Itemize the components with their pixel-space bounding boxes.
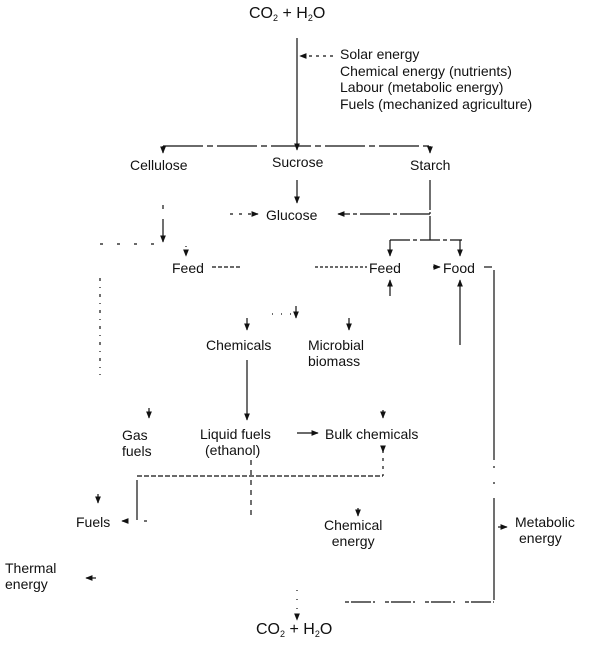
node-cellulose: Cellulose xyxy=(130,157,188,173)
node-food: Food xyxy=(443,260,475,276)
gas-fuels-line1: Gas xyxy=(122,427,148,443)
input-labour: Labour (metabolic energy) xyxy=(340,79,504,95)
node-chemical-energy: Chemical energy xyxy=(324,517,382,549)
liquid-fuels-line1: Liquid fuels xyxy=(200,426,271,442)
co2-subscript: 2 xyxy=(280,629,286,639)
input-fuels: Fuels (mechanized agriculture) xyxy=(340,95,533,112)
gas-fuels-line2: fuels xyxy=(122,443,152,459)
node-bottom-co2-h2o: CO2 + H2O xyxy=(256,622,332,642)
node-top-co2-h2o: CO2 + H2O xyxy=(249,6,325,26)
h2o-o-text: O xyxy=(312,5,326,22)
metabolic-energy-line1: Metabolic xyxy=(515,514,575,530)
liquid-fuels-line2: (ethanol) xyxy=(205,442,261,458)
node-liquid-fuels: Liquid fuels (ethanol) xyxy=(200,426,271,458)
co2-text: CO xyxy=(249,5,273,22)
node-chemicals: Chemicals xyxy=(206,337,272,353)
co2-text: CO xyxy=(256,621,280,638)
plus-sign: + xyxy=(282,5,292,22)
h2o-h-text: H xyxy=(303,621,315,638)
thermal-energy-line1: Thermal xyxy=(5,560,57,576)
node-starch: Starch xyxy=(410,157,451,173)
input-solar-energy: Solar energy xyxy=(340,46,420,62)
node-microbial-biomass: Microbial biomass xyxy=(308,337,364,369)
plus-sign: + xyxy=(289,621,299,638)
input-chemical-energy: Chemical energy (nutrients) xyxy=(340,62,512,79)
metabolic-energy-line2: energy xyxy=(519,530,562,546)
node-fuels: Fuels xyxy=(76,514,111,530)
thermal-energy-line2: energy xyxy=(5,576,48,592)
node-bulk-chemicals: Bulk chemicals xyxy=(325,426,419,442)
h2o-h-text: H xyxy=(296,5,308,22)
microbial-biomass-line1: Microbial xyxy=(308,337,365,353)
node-glucose: Glucose xyxy=(266,207,318,223)
node-thermal-energy: Thermal energy xyxy=(5,560,56,592)
node-gas-fuels: Gas fuels xyxy=(122,427,152,459)
node-sucrose: Sucrose xyxy=(272,154,324,170)
h2o-subscript: 2 xyxy=(307,13,313,23)
h2o-subscript: 2 xyxy=(314,629,320,639)
energy-inputs-list: Solar energy Chemical energy (nutrients)… xyxy=(340,46,532,112)
node-feed-right: Feed xyxy=(369,260,401,276)
co2-subscript: 2 xyxy=(273,13,279,23)
node-feed-left: Feed xyxy=(172,260,204,276)
chemical-energy-line2: energy xyxy=(331,533,375,549)
node-metabolic-energy: Metabolic energy xyxy=(515,514,575,546)
microbial-biomass-line2: biomass xyxy=(308,353,361,369)
h2o-o-text: O xyxy=(319,621,333,638)
chemical-energy-line1: Chemical xyxy=(324,517,383,533)
